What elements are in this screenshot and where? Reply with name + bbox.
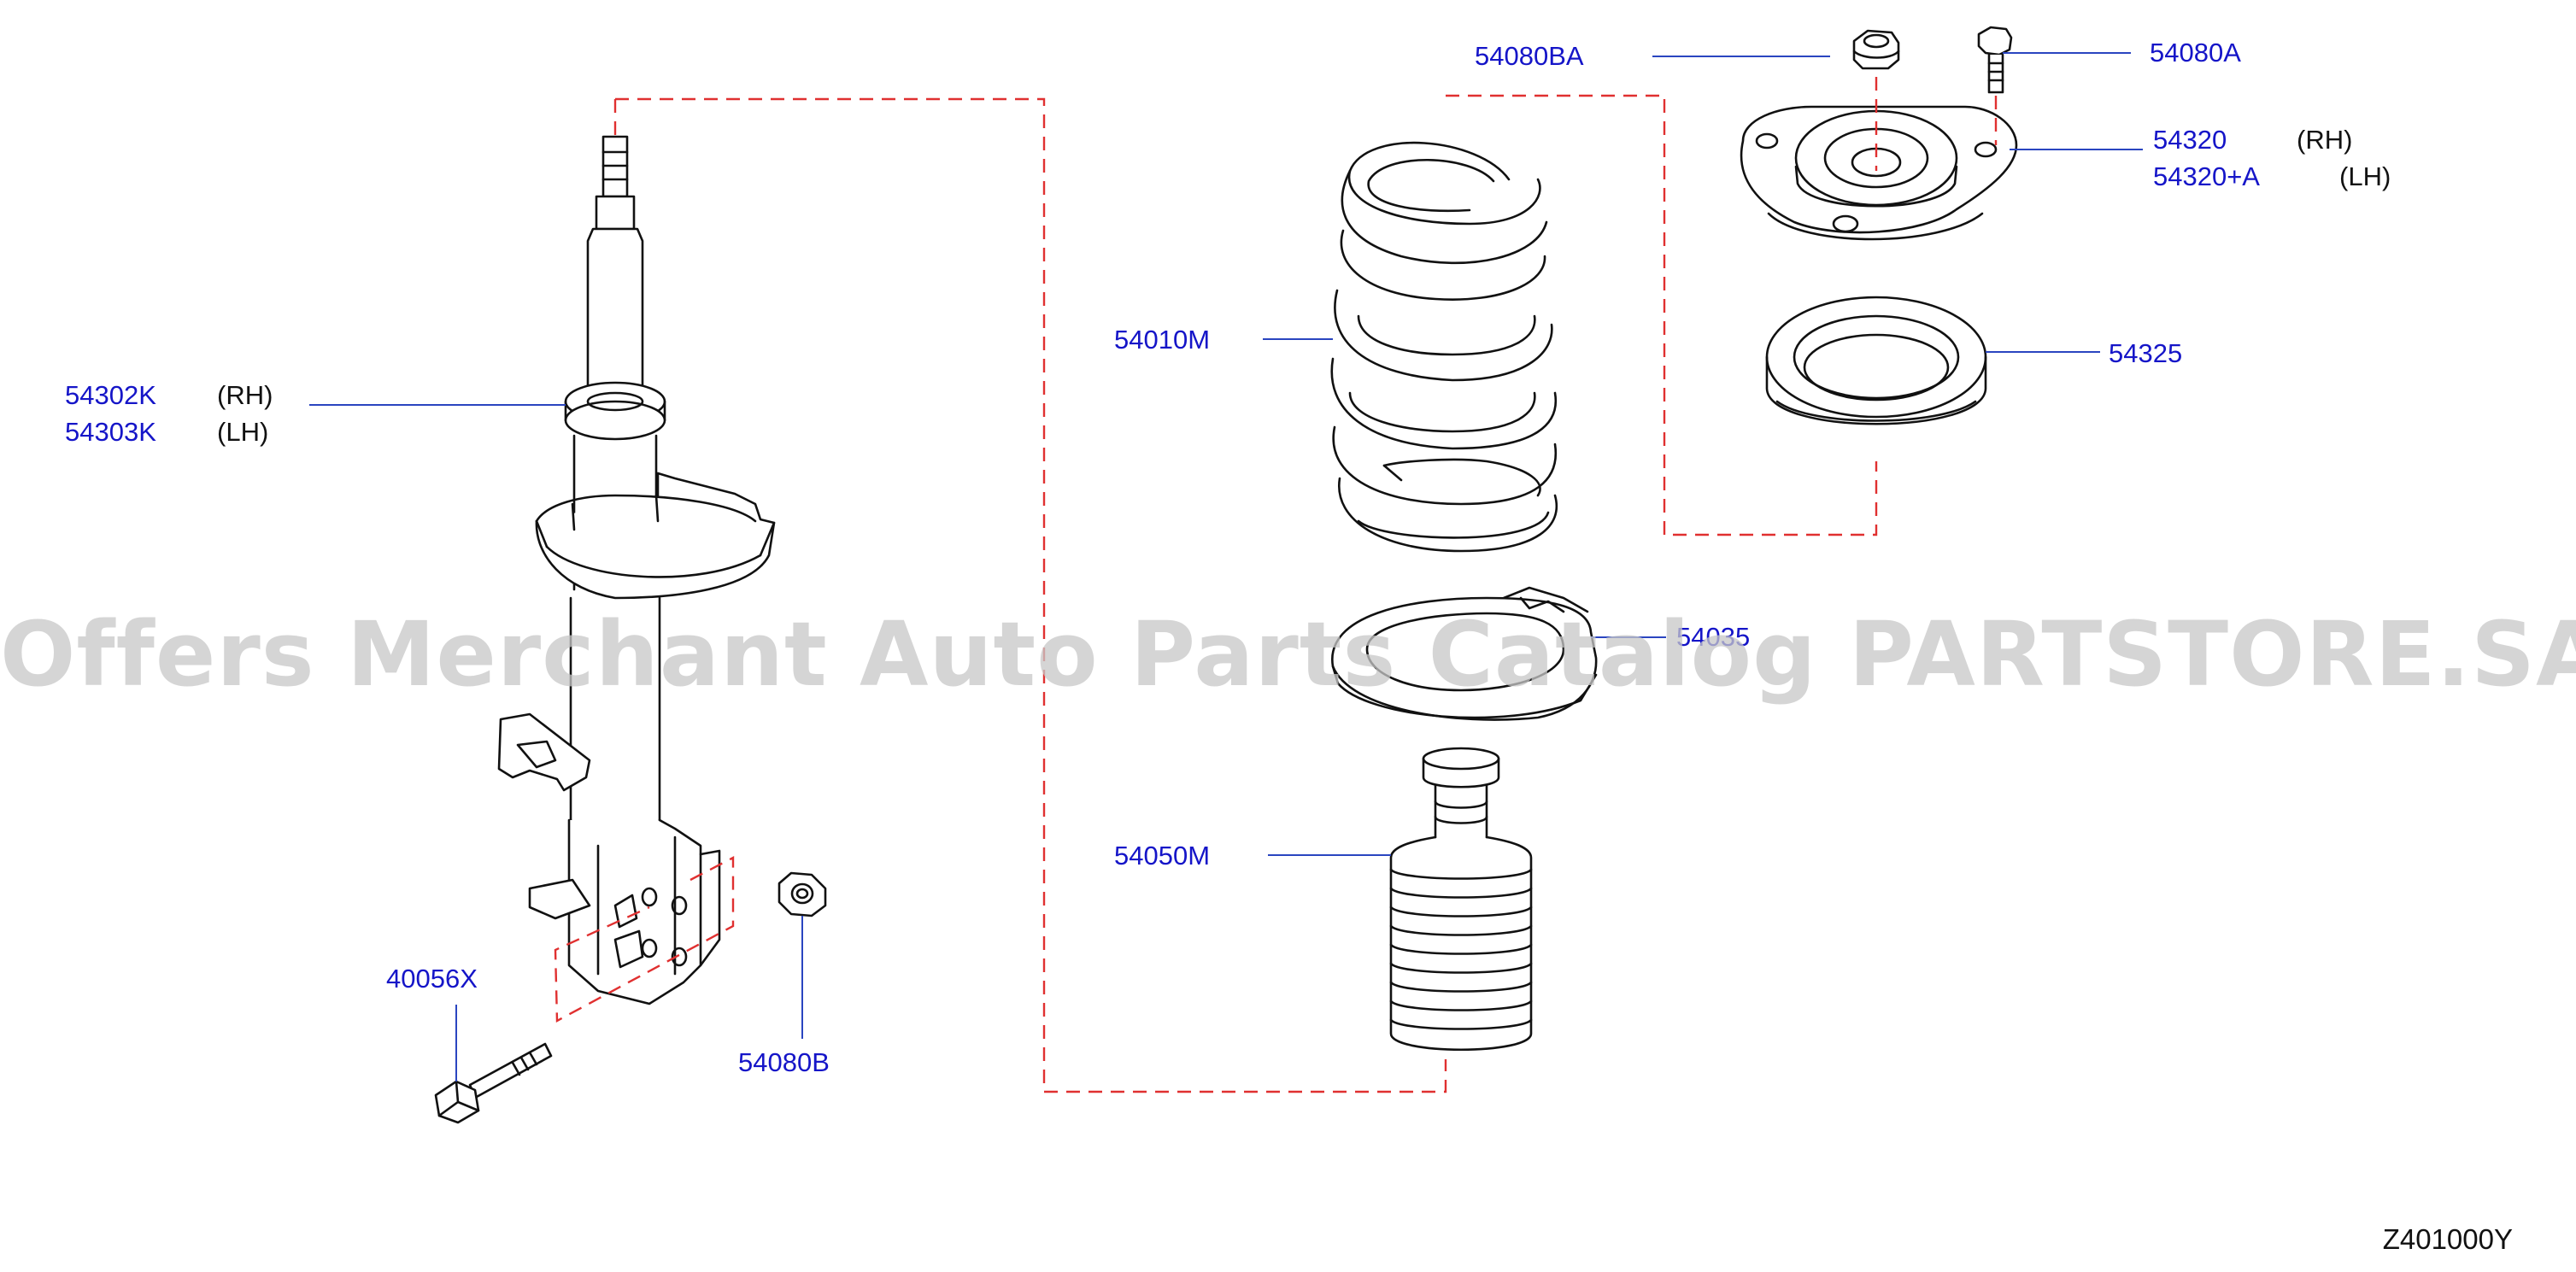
strut-mount-54320-drawing <box>1740 105 2018 241</box>
coil-spring-54010m-drawing <box>1330 141 1558 553</box>
watermark: Offers Merchant Auto Parts Catalog PARTS… <box>0 602 2576 706</box>
part-label-54050m[interactable]: 54050M <box>1114 841 1211 870</box>
part-label-40056x[interactable]: 40056X <box>386 964 478 994</box>
leader-lines <box>309 52 2143 1081</box>
dashed-assembly-lines <box>554 77 1998 1093</box>
part-label-54080b[interactable]: 54080B <box>738 1047 830 1077</box>
nut-54080ba-drawing <box>1852 29 1900 70</box>
bound-bumper-54050m-drawing <box>1389 747 1533 1051</box>
side-label-rh-54320: (RH) <box>2297 125 2353 155</box>
bolt-54080a-drawing <box>1977 26 2013 94</box>
bearing-54325-drawing <box>1765 296 1987 425</box>
part-label-54320[interactable]: 54320 <box>2153 125 2227 155</box>
side-label-lh-54320a: (LH) <box>2339 161 2391 191</box>
bolt-40056x-drawing <box>434 1042 553 1124</box>
strut-assembly-drawing <box>497 135 776 1005</box>
part-label-54080a[interactable]: 54080A <box>2150 38 2241 67</box>
part-label-54035[interactable]: 54035 <box>1676 622 1751 652</box>
nut-54080b-drawing <box>777 871 827 917</box>
side-label-lh-54303k: (LH) <box>217 417 269 447</box>
part-label-54320a[interactable]: 54320+A <box>2153 161 2260 191</box>
spring-seat-54035-drawing <box>1331 586 1598 721</box>
part-label-54080ba[interactable]: 54080BA <box>1475 41 1584 71</box>
diagram-code: Z401000Y <box>2382 1223 2513 1255</box>
part-label-54010m[interactable]: 54010M <box>1114 325 1211 355</box>
part-label-54302k[interactable]: 54302K <box>65 380 156 410</box>
part-label-54325[interactable]: 54325 <box>2109 338 2183 368</box>
side-label-rh-54302k: (RH) <box>217 380 273 410</box>
part-label-54303k[interactable]: 54303K <box>65 417 156 447</box>
